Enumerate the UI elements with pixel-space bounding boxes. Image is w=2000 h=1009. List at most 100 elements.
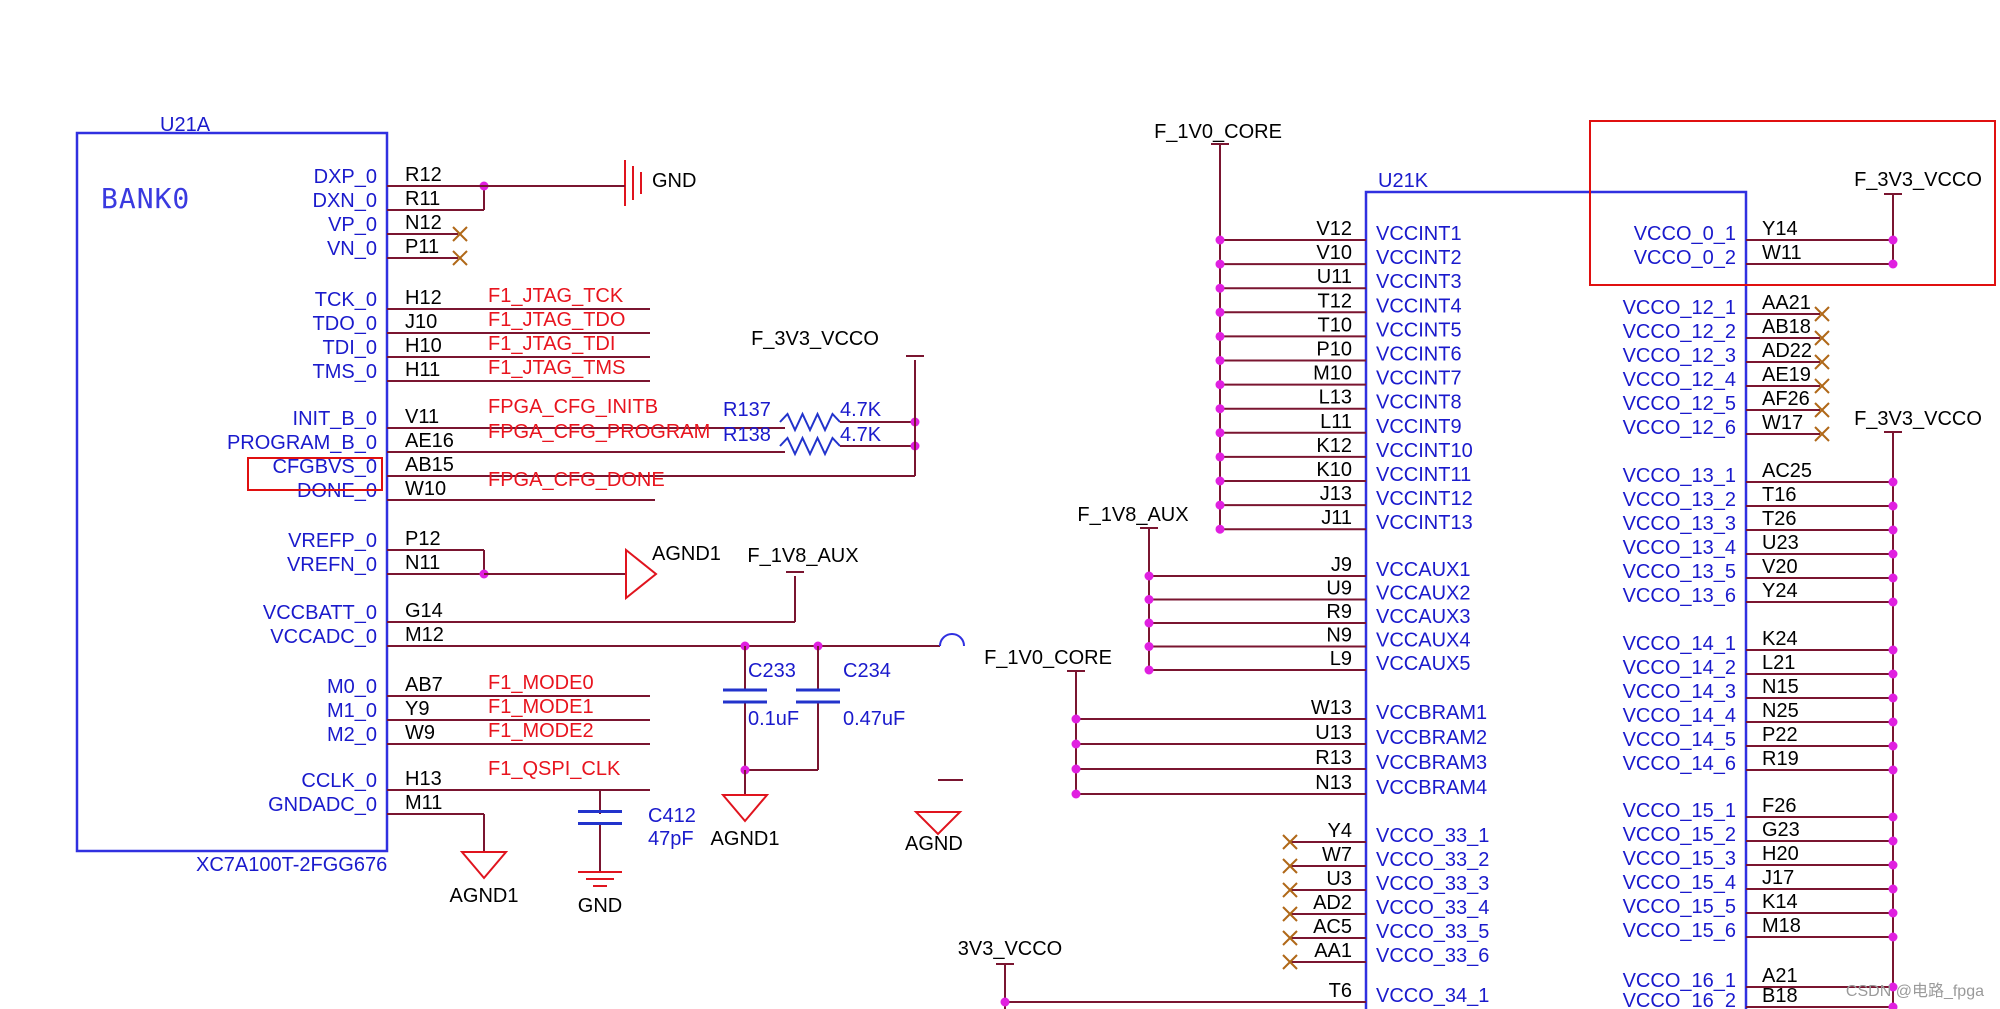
u21a-pin-number: V11 (405, 406, 439, 428)
u21a-pin-number: H10 (405, 335, 442, 357)
f3v3-vcco-label-right: F_3V3_VCCO (1854, 408, 1982, 430)
u21k-pin-name: VCCO_13_2 (1623, 489, 1736, 511)
gnd-label: GND (652, 170, 696, 192)
f1v8-aux-label-left: F_1V8_AUX (747, 545, 858, 567)
net-label-qspi-clk: F1_QSPI_CLK (488, 758, 621, 780)
no-connect-mark (1814, 354, 1830, 370)
u21k-pin-name: VCCO_14_3 (1623, 681, 1736, 703)
junction-dot (1888, 884, 1898, 894)
u21a-ref: U21A (160, 114, 211, 136)
u21k-pin-name: VCCO_15_5 (1623, 896, 1736, 918)
u21a-pin-number: P11 (405, 236, 439, 258)
u21a-pin-name: DXP_0 (314, 166, 377, 188)
u21k-pin-name: VCCO_33_4 (1376, 897, 1489, 919)
vcco-clipped-label: 3V3_VCCO (958, 938, 1063, 960)
net-label-program: FPGA_CFG_PROGRAM (488, 421, 710, 443)
u21k-pin-name: VCCBRAM3 (1376, 752, 1487, 774)
u21k-pin-name: VCCO_14_6 (1623, 753, 1736, 775)
u21k-pin-name: VCCBRAM2 (1376, 727, 1487, 749)
junction-dot (1215, 476, 1225, 486)
junction-dot (1888, 597, 1898, 607)
u21k-pin-name: VCCO_14_5 (1623, 729, 1736, 751)
u21k-pin-number: M10 (1313, 363, 1352, 385)
u21a-pin-name: CCLK_0 (301, 770, 377, 792)
junction-dot (1888, 812, 1898, 822)
cfgbvs-highlight-box (247, 457, 383, 491)
junction-dot (1888, 1002, 1898, 1009)
r137-ref: R137 (723, 399, 771, 421)
c412-ref: C412 (648, 805, 696, 827)
u21k-pin-number: U11 (1317, 266, 1352, 288)
u21k-pin-number: U9 (1326, 578, 1352, 600)
u21k-pin-number: P10 (1316, 339, 1352, 361)
u21k-pin-number: L9 (1330, 648, 1352, 670)
u21k-pin-number: AC5 (1313, 916, 1352, 938)
u21a-body (75, 131, 389, 853)
u21a-pin-number: N11 (405, 552, 440, 574)
u21a-pin-number: AE16 (405, 430, 454, 452)
u21k-pin-number: U13 (1315, 722, 1352, 744)
agnd1-label-gndadc: AGND1 (450, 885, 519, 907)
c234-ref: C234 (843, 660, 891, 682)
u21k-pin-name: VCCINT5 (1376, 319, 1462, 341)
u21k-pin-number: AF26 (1762, 388, 1810, 410)
u21k-pin-number: Y24 (1762, 580, 1798, 602)
u21k-pin-name: VCCO_0_1 (1634, 223, 1736, 245)
u21k-pin-name: VCCO_33_1 (1376, 825, 1489, 847)
u21a-pin-name: VP_0 (328, 214, 377, 236)
u21k-pin-name: VCCINT3 (1376, 271, 1462, 293)
junction-dot (1071, 789, 1081, 799)
net-label-initb: FPGA_CFG_INITB (488, 396, 658, 418)
u21k-pin-name: VCCO_16_1 (1623, 970, 1736, 992)
u21k-pin-name: VCCO_33_6 (1376, 945, 1489, 967)
u21a-pin-number: M11 (405, 792, 442, 814)
junction-dot (1888, 549, 1898, 559)
u21k-pin-name: VCCO_13_3 (1623, 513, 1736, 535)
u21k-pin-name: VCCINT13 (1376, 512, 1473, 534)
u21k-pin-number: F26 (1762, 795, 1796, 817)
no-connect-mark (1282, 930, 1298, 946)
c234-value: 0.47uF (843, 708, 905, 730)
u21k-pin-name: VCCO_13_6 (1623, 585, 1736, 607)
u21a-pin-name: DXN_0 (313, 190, 377, 212)
u21k-pin-number: V12 (1316, 218, 1352, 240)
u21k-pin-number: AA21 (1762, 292, 1811, 314)
junction-dot (1144, 618, 1154, 628)
u21k-pin-number: Y14 (1762, 218, 1798, 240)
agnd-symbol (720, 794, 770, 823)
u21a-part-number: XC7A100T-2FGG676 (196, 854, 387, 876)
u21a-pin-name: M0_0 (327, 676, 377, 698)
junction-dot (1071, 739, 1081, 749)
u21k-pin-number: R13 (1315, 747, 1352, 769)
u21k-pin-number: H20 (1762, 843, 1799, 865)
u21k-pin-name: VCCINT7 (1376, 368, 1462, 390)
u21k-pin-name: VCCO_13_4 (1623, 537, 1736, 559)
u21a-bank-label: BANK0 (101, 182, 190, 215)
r138-value: 4.7K (840, 424, 882, 446)
u21k-pin-name: VCCO_13_1 (1623, 465, 1736, 487)
junction-dot (1888, 477, 1898, 487)
junction-dot (1215, 331, 1225, 341)
mode-net-label: F1_MODE1 (488, 696, 594, 718)
u21k-pin-number: AB18 (1762, 316, 1811, 338)
u21a-pin-number: Y9 (405, 698, 429, 720)
u21k-pin-number: L11 (1320, 411, 1352, 433)
u21k-pin-number: V10 (1316, 242, 1352, 264)
u21a-pin-number: R12 (405, 164, 442, 186)
junction-dot (1071, 714, 1081, 724)
u21k-body (1364, 190, 1748, 1009)
junction-dot (1000, 997, 1010, 1007)
junction-dot (1888, 693, 1898, 703)
u21a-pin-name: TMS_0 (313, 361, 377, 383)
junction-dot (1888, 836, 1898, 846)
junction-dot (1888, 932, 1898, 942)
no-connect-mark (1282, 954, 1298, 970)
u21k-pin-name: VCCINT6 (1376, 344, 1462, 366)
u21a-pin-number: H11 (405, 359, 440, 381)
no-connect-mark (1282, 882, 1298, 898)
u21k-pin-number: AD22 (1762, 340, 1812, 362)
u21k-ref: U21K (1378, 170, 1429, 192)
u21a-pin-name: TCK_0 (315, 289, 377, 311)
u21k-pin-number: Y4 (1328, 820, 1352, 842)
